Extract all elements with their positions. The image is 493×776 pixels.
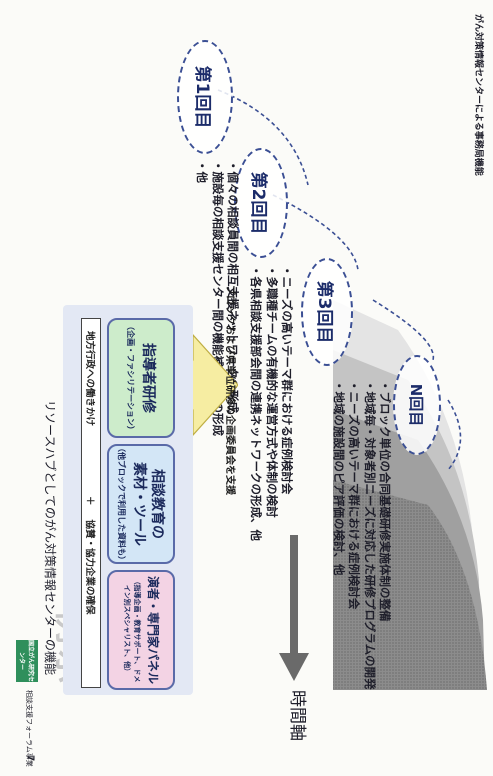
stage-1-ellipse: 第1回目 (177, 40, 233, 154)
expert-panel-box: 演者・専門家パネル （指導企画・教育サポート、ドメイン別スペシャリスト、他） (107, 570, 175, 690)
box-title-line-2: 素材・ツール (131, 462, 147, 546)
support-banner: ブロックおよび県単位研修の企画委員会を支援 (224, 285, 235, 495)
page-number: 7 (25, 755, 35, 762)
bottom-bar-right: 協賛・協力企業の確保 (84, 519, 95, 615)
stage-link-1-2 (217, 89, 309, 186)
bullet: ・地域の施設間のピア評価の検討、他 (331, 380, 346, 576)
bullet: ・多職種チームの有機的な運営方式や体制の検討 (264, 265, 279, 518)
box-subtitle: （他ブロックで利用した資料も） (116, 444, 126, 564)
stage-link-2-3 (272, 194, 359, 271)
wedge-stage-n (333, 480, 487, 690)
stage-n-bullets: ・ブロック単位の合同基礎研修実施体制の整備 ・地域毎・対象者別ニーズに対応した研… (331, 380, 394, 690)
stage-link-n-next (447, 399, 462, 471)
time-axis-label: 時間軸 (287, 690, 307, 741)
bullet: ・地域毎・対象者別ニーズに対応した研修プログラムの開発 (362, 380, 377, 690)
bottom-bar-plus: ＋ (84, 496, 95, 506)
footer-caption: リソースハブとしてのがん対策情報センターの機能 (43, 400, 57, 676)
bullet: ・ブロック単位の合同基礎研修実施体制の整備 (378, 380, 392, 622)
stage-link-3-n (372, 299, 435, 361)
materials-tools-box: 相談教育の 素材・ツール （他ブロックで利用した資料も） (107, 444, 175, 564)
time-axis-arrow-icon (279, 535, 309, 681)
bullet: ・各県相談支援部会間の連携ネットワークの形成、他 (249, 265, 264, 541)
box-title: 演者・専門家パネル (146, 575, 161, 684)
stage-n-ellipse: N回目 (393, 355, 441, 455)
stage-2-ellipse: 第2回目 (234, 148, 288, 258)
box-title: 相談教育の (149, 469, 166, 539)
trainer-training-box: 指導者研修 （企画・ファシリテーション） (107, 318, 175, 438)
stage-2-bullets: ・ニーズの高いテーマ群における症例検討会 ・多職種チームの有機的な運営方式や体制… (248, 265, 295, 541)
stage-3-ellipse: 第3回目 (301, 258, 353, 366)
box-subtitle: （企画・ファシリテーション） (125, 322, 135, 434)
bottom-bar: 地方行政への働きかけ ＋ 協賛・協力企業の確保 (81, 318, 101, 688)
box-title: 指導者研修 (140, 343, 157, 413)
bottom-bar-left: 地方行政への働きかけ (84, 331, 95, 427)
bullet: ・ニーズの高いテーマ群における症例検討会 (280, 265, 294, 495)
ncc-logo: 国立がん研究センター (16, 640, 38, 682)
bullet: ・ニーズの高いテーマ群における症例検討会 (347, 380, 362, 610)
box-subtitle: （指導企画・教育サポート、ドメイン別スペシャリスト、他） (122, 577, 141, 683)
